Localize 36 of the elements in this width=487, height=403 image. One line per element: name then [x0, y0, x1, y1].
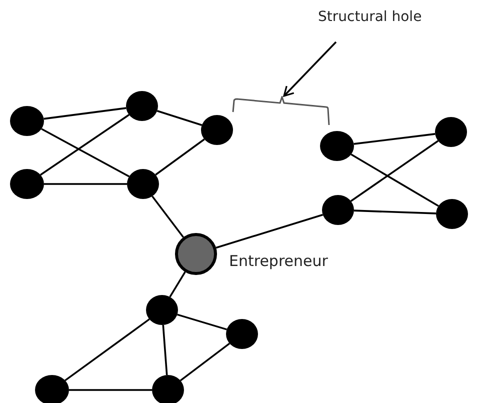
curly-bracket [232, 96, 330, 126]
network-node [201, 115, 233, 145]
connection-line [176, 314, 228, 330]
connection-line [350, 140, 439, 202]
connection-line [354, 210, 436, 214]
network-node [126, 91, 158, 121]
connection-line [169, 271, 186, 298]
connection-line [156, 110, 202, 126]
network-node [35, 375, 69, 403]
connection-line [40, 114, 130, 176]
network-node [435, 117, 467, 147]
network-node [127, 169, 159, 199]
network-node [152, 375, 184, 403]
entrepreneur-node [175, 233, 217, 275]
connection-line [44, 183, 127, 185]
connection-line [64, 318, 150, 382]
connection-line [180, 342, 230, 382]
network-node [322, 195, 354, 225]
connection-line [354, 133, 436, 145]
connection-line [350, 154, 439, 207]
network-node [10, 106, 44, 136]
connection-line [152, 196, 184, 238]
network-node [146, 295, 178, 325]
network-node [436, 199, 468, 229]
network-node [320, 131, 354, 161]
connection-line [44, 107, 126, 120]
annotation-text: Structural hole [318, 9, 422, 25]
connection-line [155, 138, 205, 176]
connection-line [69, 389, 152, 391]
network-node [226, 319, 258, 349]
connection-line [41, 128, 130, 178]
node-caption: Entrepreneur [229, 252, 328, 270]
arrow [283, 41, 337, 97]
network-node [10, 169, 44, 199]
connection-line [162, 324, 168, 376]
connection-line [216, 214, 324, 249]
